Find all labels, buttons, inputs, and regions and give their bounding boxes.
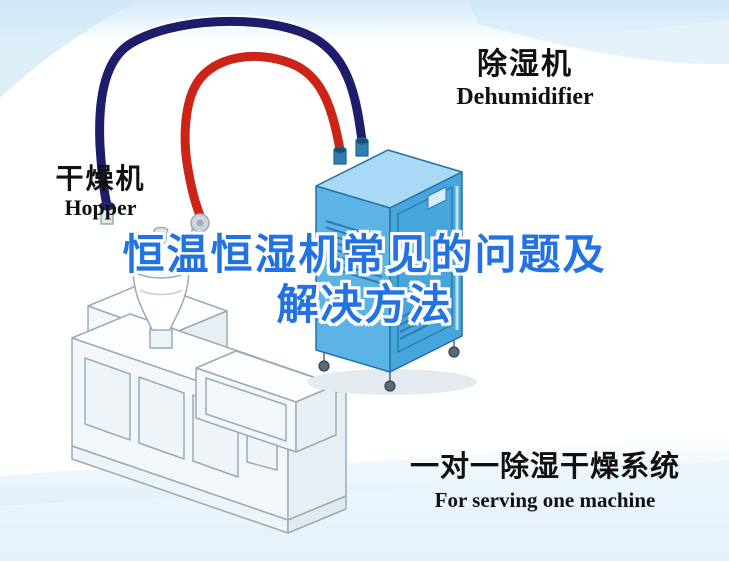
- return-pipe-cap: [99, 201, 115, 211]
- pipes: [93, 14, 369, 225]
- unit-display: [427, 186, 447, 210]
- side-vent-grille: [399, 303, 429, 340]
- vent-grille: [325, 220, 383, 285]
- dehumidifier-label-cn: 除湿机: [477, 48, 573, 81]
- supply-pipe-red: [180, 51, 345, 223]
- system-caption-cn: 一对一除湿干燥系统: [409, 451, 680, 483]
- dehumidifier-unit: [307, 149, 477, 395]
- system-caption: 一对一除湿干燥系统 For serving one machine: [395, 451, 695, 513]
- pipe-connectors: [333, 137, 369, 165]
- page-title-line1: 恒温恒湿机常见的问题及: [122, 231, 607, 278]
- hopper-label: 干燥机 Hopper: [38, 163, 163, 221]
- injection-molding-machine: [71, 281, 347, 534]
- dehumidifier-label-en: Dehumidifier: [456, 83, 594, 110]
- hopper-label-en: Hopper: [64, 195, 137, 221]
- hopper-duct: [99, 201, 210, 258]
- unit-label-sticker: [330, 298, 352, 318]
- page-title: 恒温恒湿机常见的问题及 解决方法: [0, 230, 729, 329]
- hopper-dryer: [132, 226, 190, 349]
- caster-wheels: [318, 338, 460, 392]
- return-pipe-navy: [95, 16, 367, 210]
- hopper-label-cn: 干燥机: [55, 163, 146, 194]
- page-title-line2: 解决方法: [276, 280, 453, 328]
- machine-panel: [138, 376, 185, 460]
- dehumidifier-label: 除湿机 Dehumidifier: [440, 48, 610, 110]
- system-caption-en: For serving one machine: [434, 488, 656, 513]
- machine-panel: [205, 377, 287, 442]
- door-handle: [400, 259, 406, 265]
- machine-panel: [84, 357, 131, 441]
